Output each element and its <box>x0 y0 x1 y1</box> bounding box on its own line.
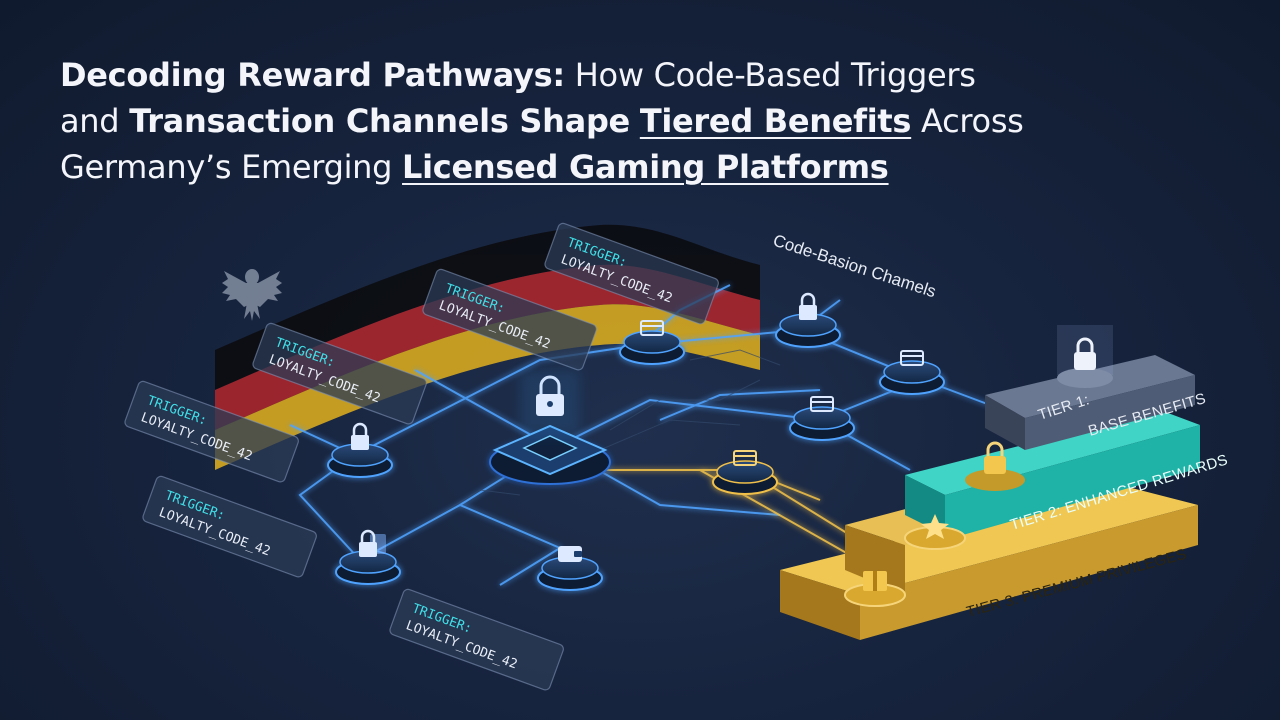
headline-underlined: Tiered Benefits <box>639 102 912 140</box>
trigger-cards: TRIGGER:LOYALTY_CODE_42TRIGGER:LOYALTY_C… <box>124 222 719 691</box>
card-icon <box>733 450 757 466</box>
eagle-emblem-icon <box>222 269 282 321</box>
channel-node <box>537 546 603 591</box>
lock-icon <box>1057 325 1113 388</box>
headline-part: How Code-Based Triggers <box>564 56 976 94</box>
tier-icons <box>844 325 1113 607</box>
trigger-card: TRIGGER:LOYALTY_CODE_42 <box>142 475 317 578</box>
headline-part: Decoding Reward Pathways: <box>60 56 565 94</box>
flag-stripe-black <box>215 224 760 390</box>
card-icon <box>810 396 834 412</box>
channel-node <box>789 396 855 441</box>
trigger-card: TRIGGER:LOYALTY_CODE_42 <box>389 588 564 691</box>
nodes <box>327 292 945 591</box>
gift-icon <box>844 571 906 607</box>
lock-icon <box>799 292 817 320</box>
headline-part: Transaction Channels Shape <box>129 102 630 140</box>
channel-node <box>327 422 393 478</box>
lock-icon <box>536 375 564 416</box>
headline-part: and <box>60 102 130 140</box>
circuit-traces <box>429 349 781 521</box>
channel-node <box>879 350 945 395</box>
headline-underlined: Licensed Gaming Platforms <box>402 148 889 186</box>
lock-icon <box>965 441 1025 491</box>
channel-node <box>619 320 685 365</box>
card-icon <box>900 350 924 366</box>
channel-node <box>335 529 401 585</box>
headline-part: Across <box>911 102 1024 140</box>
document-lock-icon <box>359 529 386 557</box>
channels-label: Code-Basion Chamels <box>771 231 939 302</box>
channel-node <box>775 292 841 348</box>
card-icon <box>640 320 664 336</box>
headline: Decoding Reward Pathways: How Code-Based… <box>60 52 1200 190</box>
trigger-card: TRIGGER:LOYALTY_CODE_42 <box>544 222 719 325</box>
lock-icon <box>351 422 369 450</box>
star-icon <box>904 514 966 550</box>
central-hub <box>489 370 611 485</box>
headline-part: Germany’s Emerging <box>60 148 403 186</box>
channel-node <box>712 450 778 495</box>
wallet-icon <box>558 546 582 562</box>
